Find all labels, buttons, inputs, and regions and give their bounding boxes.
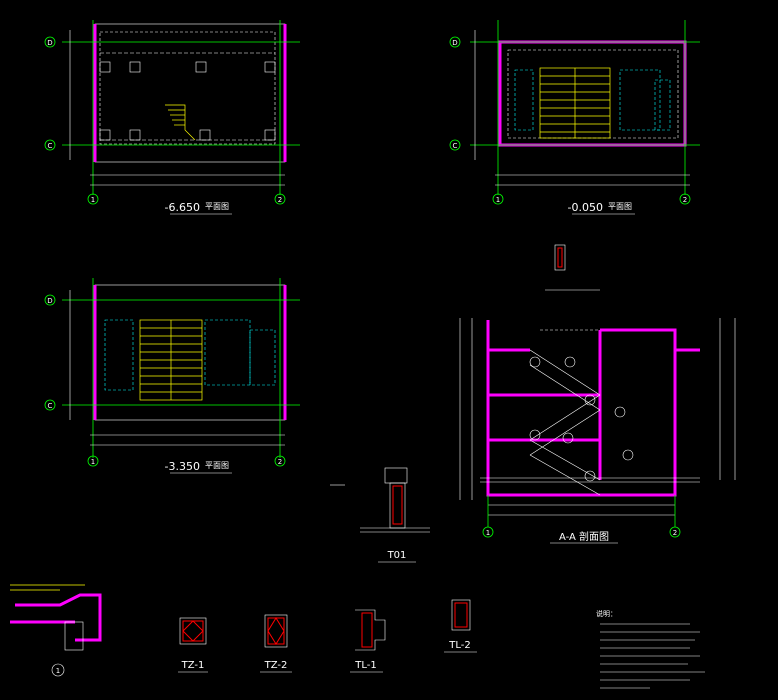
detail-tl1-title: TL-1 <box>354 660 376 671</box>
axis-d-label: D <box>47 39 52 47</box>
axis-d-label: D <box>452 39 457 47</box>
axis-2-label: 2 <box>673 529 677 537</box>
plan-title-suffix: 平面图 <box>205 461 229 470</box>
detail-1-label: 1 <box>56 667 60 675</box>
detail-tz2: TZ-2 <box>260 614 292 673</box>
axis-d-label: D <box>47 297 52 305</box>
detail-1: 1 <box>10 584 102 677</box>
detail-t01: T01 <box>330 467 430 563</box>
detail-tz2-title: TZ-2 <box>264 660 288 671</box>
plan-title-suffix: 平面图 <box>608 202 632 211</box>
notes-heading: 说明： <box>596 609 617 618</box>
top-detail <box>545 244 600 291</box>
plan-title-minus-3350: -3.350 <box>165 460 200 473</box>
axis-2-label: 2 <box>683 196 687 204</box>
axis-c-label: C <box>48 142 53 150</box>
notes-block: 说明： <box>596 609 705 689</box>
plan-title-minus-6650: -6.650 <box>165 201 200 214</box>
plan-minus-3350: D C 1 2 -3.350 平面图 <box>44 278 300 474</box>
axis-1-label: 1 <box>91 196 95 204</box>
axis-2-label: 2 <box>278 196 282 204</box>
plan-title-minus-0050: -0.050 <box>568 201 603 214</box>
axis-c-label: C <box>453 142 458 150</box>
plan-minus-0050: D C 1 2 -0.050 平面图 <box>449 20 700 215</box>
plan-minus-6650: D C 1 2 -6.650 平面图 <box>44 20 300 215</box>
axis-1-label: 1 <box>91 458 95 466</box>
plan-title-suffix: 平面图 <box>205 202 229 211</box>
axis-1-label: 1 <box>496 196 500 204</box>
detail-t01-title: T01 <box>387 550 407 561</box>
axis-2-label: 2 <box>278 458 282 466</box>
detail-tz1: TZ-1 <box>178 617 208 673</box>
detail-tl2: TL-2 <box>444 599 477 653</box>
section-title: A-A 剖面图 <box>559 530 609 543</box>
axis-c-label: C <box>48 402 53 410</box>
detail-tz1-title: TZ-1 <box>181 660 205 671</box>
section-a-a: 1 2 A-A 剖面图 <box>459 318 736 544</box>
detail-tl2-title: TL-2 <box>448 640 470 651</box>
detail-tl1: TL-1 <box>350 609 386 673</box>
axis-1-label: 1 <box>486 529 490 537</box>
